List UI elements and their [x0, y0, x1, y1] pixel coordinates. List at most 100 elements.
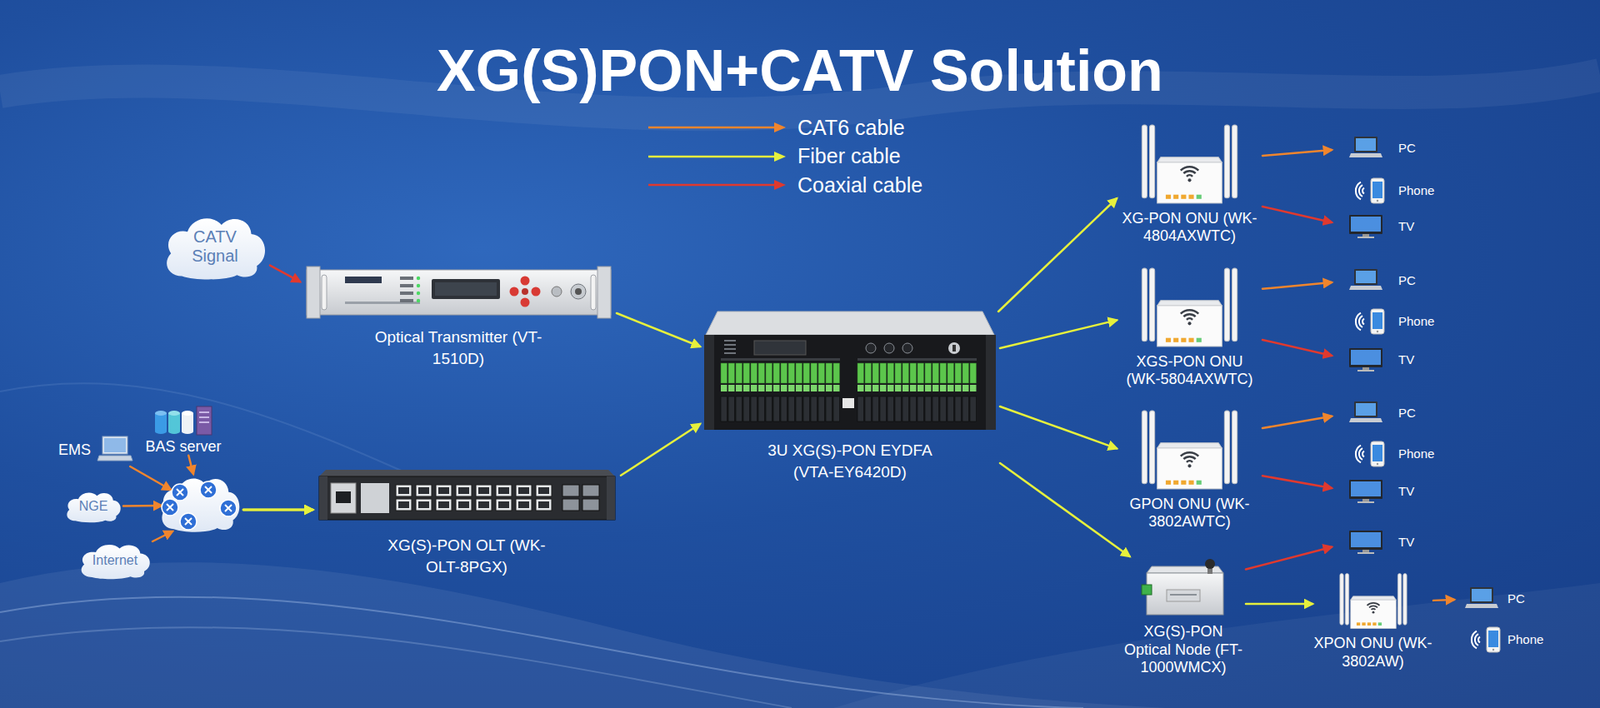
green-adapter: [780, 363, 788, 384]
green-adapter: [970, 363, 977, 384]
rack-ear: [319, 476, 328, 520]
green-adapter: [910, 363, 917, 384]
green-adapter-tab: [932, 385, 940, 392]
output-port: [720, 396, 728, 422]
wireless-wave: [1359, 448, 1363, 460]
icon: [1349, 530, 1383, 555]
green-adapter-tab: [758, 385, 765, 392]
database-bottom: [181, 429, 194, 435]
pon-port-hole: [538, 501, 550, 509]
output-port: [895, 396, 902, 422]
icon: [1349, 269, 1383, 290]
pon-port-hole: [498, 487, 510, 495]
wireless-wave: [1359, 315, 1363, 328]
uplink-port: [562, 485, 580, 497]
device-picture: [1335, 178, 1397, 204]
wireless-wave: [1475, 634, 1479, 646]
lan-port: [1188, 195, 1194, 200]
cable: [620, 424, 700, 476]
pon-port: [395, 499, 412, 511]
device-label: XPON ONU (WK-3802AW): [1312, 635, 1434, 671]
laptop-screen: [1354, 136, 1378, 153]
tv-frame: [1349, 530, 1383, 550]
device-label: XG(S)-PON Optical Node (FT-1000WMCX): [1123, 623, 1245, 678]
endpoint-node: PC: [1454, 585, 1529, 614]
database-bottom: [155, 429, 167, 435]
lan-port: [1165, 480, 1171, 485]
icon: [1355, 441, 1385, 467]
laptop-screen: [1354, 401, 1378, 418]
switch-cross: [166, 504, 174, 511]
green-adapter-tab: [735, 385, 743, 392]
cable: [1000, 320, 1117, 349]
wireless-wave: [1359, 185, 1363, 197]
antenna: [1150, 268, 1155, 342]
pon-port: [535, 499, 552, 511]
green-adapter-tab: [917, 385, 925, 392]
key-slot: [952, 345, 956, 352]
led-label: [400, 276, 414, 280]
phone-screen: [1488, 630, 1499, 648]
device-picture: [1335, 530, 1397, 555]
pon-port-hole: [398, 487, 410, 495]
connector: [1262, 475, 1332, 489]
cable: [1245, 547, 1332, 570]
database-body: [168, 413, 180, 432]
wifi-dot: [1187, 321, 1191, 325]
antenna: [1339, 574, 1343, 626]
endpoint-label: TV: [1398, 535, 1415, 550]
legend-swatch: [648, 150, 786, 164]
tv-stand: [1362, 234, 1370, 237]
power-socket: [335, 491, 351, 504]
cable: [243, 509, 313, 512]
knob: [865, 343, 876, 354]
output-port: [758, 396, 765, 422]
tv-foot: [1357, 552, 1375, 555]
endpoint-node: TV: [1331, 212, 1418, 241]
lan-port: [1366, 622, 1370, 626]
wifi-arc: [1366, 603, 1380, 606]
laptop-screen: [1470, 587, 1494, 604]
cloud-label: Internet: [92, 553, 138, 569]
button: [530, 287, 540, 297]
green-adapter: [735, 363, 743, 384]
output-port: [887, 396, 895, 422]
endpoint-label: EMS: [58, 441, 91, 460]
connector: [1262, 282, 1332, 290]
server-slot: [199, 421, 210, 424]
cable: [243, 509, 313, 512]
green-adapter-tab: [880, 385, 887, 392]
chassis: [704, 335, 996, 430]
output-port: [865, 396, 872, 422]
chassis-top: [705, 311, 995, 335]
display: [754, 340, 806, 355]
endpoint-label: Phone: [1398, 314, 1435, 329]
icon: [319, 470, 615, 520]
device-label: GPON ONU (WK-3802AWTC): [1119, 495, 1261, 531]
device-node: BAS server: [141, 406, 225, 456]
tv-foot: [1357, 370, 1375, 372]
antenna: [1232, 410, 1238, 485]
green-adapter: [887, 363, 895, 384]
wireless-wave: [1355, 445, 1361, 464]
green-adapter-tab: [773, 385, 780, 392]
green-adapter-tab: [925, 385, 932, 392]
connector: [1262, 150, 1332, 156]
lan-port: [1165, 195, 1171, 200]
pon-port-hole: [438, 501, 450, 509]
green-adapter: [917, 363, 925, 384]
cable: [1433, 599, 1455, 602]
wifi-arc: [1186, 460, 1193, 462]
connector: [1433, 599, 1455, 601]
endpoint-label: TV: [1398, 352, 1415, 367]
device-node: Optical Transmitter (VT-1510D): [300, 265, 617, 370]
device-picture: [1335, 441, 1397, 467]
device-picture: [153, 406, 214, 437]
device-picture: [1337, 573, 1410, 632]
antenna: [1141, 268, 1147, 342]
output-port: [825, 396, 833, 422]
phone-screen: [1372, 312, 1383, 330]
wifi-dot: [1371, 611, 1375, 615]
green-adapter-tab: [810, 385, 818, 392]
uplink-port: [582, 499, 600, 511]
